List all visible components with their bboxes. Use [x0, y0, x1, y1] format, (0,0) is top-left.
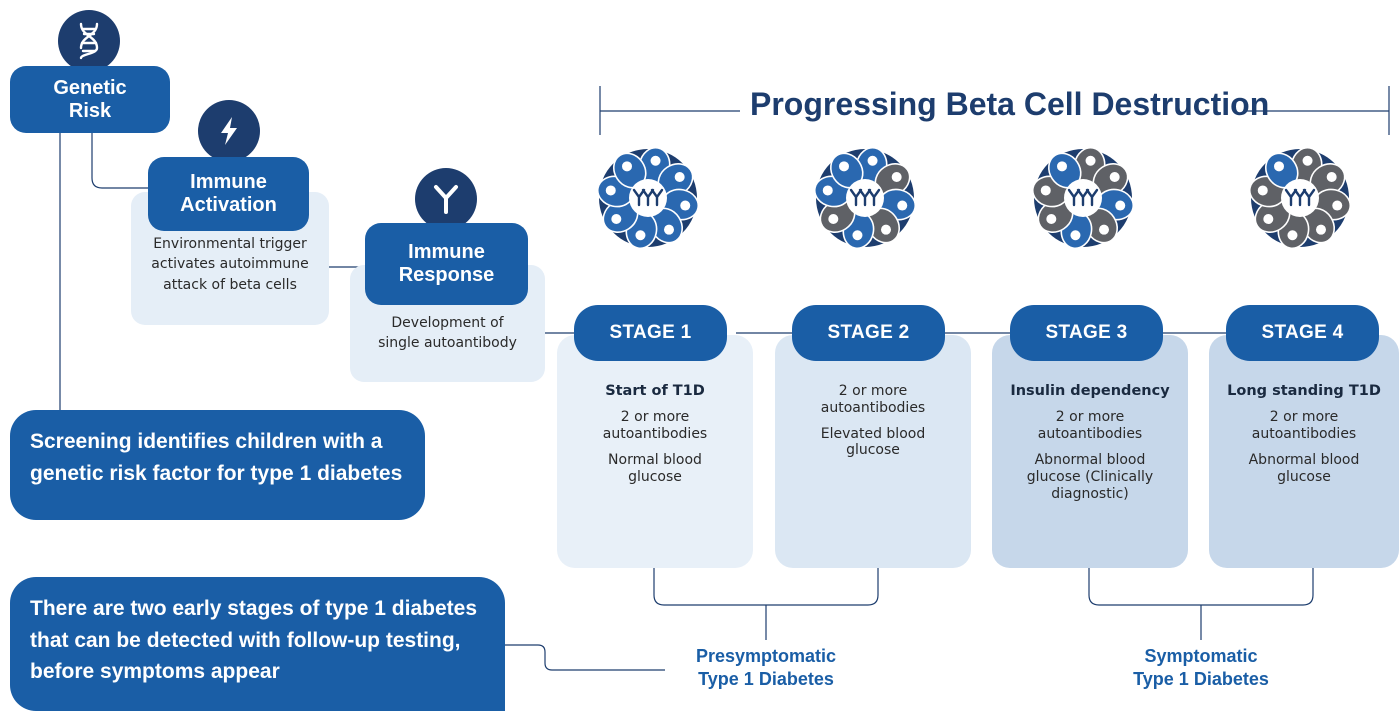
screening-callout: Screening identifies children with a gen…: [10, 410, 425, 520]
cell-circle-stage2: [815, 148, 915, 248]
cell-circle-stage3: [1033, 148, 1133, 248]
activation-desc-line3: attack of beta cells: [163, 276, 297, 293]
activation-desc-line1: Environmental trigger: [153, 236, 307, 252]
lightning-icon: [198, 100, 260, 162]
stage3-line1: 2 or more autoantibodies: [1037, 409, 1143, 443]
beta-cell: [1301, 207, 1336, 244]
cell-circle-stage4: [1250, 148, 1350, 248]
stage4-subtitle: Long standing T1D: [1227, 383, 1381, 399]
stage4-card: Long standing T1D 2 or more autoantibodi…: [1209, 335, 1399, 568]
step-response-line1: Immune: [408, 241, 485, 263]
stage2-line1: 2 or more autoantibodies: [820, 383, 926, 416]
antibody-center: [632, 188, 664, 207]
step-genetic-risk: Genetic Risk: [10, 66, 170, 133]
presymptomatic-line1: Presymptomatic: [695, 646, 837, 666]
bracket-presymptomatic: [653, 568, 879, 640]
symptomatic-label: Symptomatic Type 1 Diabetes: [1091, 645, 1311, 692]
stage2-line2: Elevated blood glucose: [820, 425, 926, 459]
screening-callout-text: Screening identifies children with a gen…: [30, 430, 403, 485]
stage3-label: STAGE 3: [1010, 305, 1163, 361]
stage2-label: STAGE 2: [792, 305, 945, 361]
antibody-center: [849, 188, 881, 207]
step-activation-line1: Immune: [190, 171, 267, 193]
cell-circle-stage1: [598, 148, 698, 248]
early-stages-callout-text: There are two early stages of type 1 dia…: [30, 597, 478, 683]
dna-icon: [58, 10, 120, 72]
antibody-icon: [415, 168, 477, 230]
stage4-label: STAGE 4: [1226, 305, 1379, 361]
response-desc-line1: Development of: [391, 315, 504, 331]
step-genetic-risk-line1: Genetic: [53, 76, 127, 99]
stage3-card: Insulin dependency 2 or more autoantibod…: [992, 335, 1188, 568]
antibody-center: [1067, 188, 1099, 207]
beta-cell: [829, 152, 864, 189]
step-genetic-risk-line2: Risk: [68, 99, 112, 122]
beta-cell: [1264, 152, 1299, 189]
step-immune-response: Immune Response: [365, 223, 528, 305]
stage1-line1: 2 or more autoantibodies: [602, 409, 708, 443]
bracket-symptomatic: [1088, 568, 1314, 640]
presymptomatic-line2: Type 1 Diabetes: [698, 669, 834, 690]
stage1-subtitle: Start of T1D: [605, 383, 705, 399]
connector-early-callout: [505, 644, 665, 671]
stage4-line2: Abnormal blood glucose: [1248, 451, 1360, 485]
stage4-line1: 2 or more autoantibodies: [1251, 409, 1357, 443]
stage3-line2: Abnormal blood glucose (Clinically diagn…: [1026, 451, 1154, 502]
symptomatic-line2: Type 1 Diabetes: [1133, 669, 1269, 690]
symptomatic-line1: Symptomatic: [1144, 646, 1258, 666]
diagram-title: Progressing Beta Cell Destruction: [750, 86, 1270, 122]
beta-cell: [612, 152, 647, 189]
beta-cell: [874, 162, 911, 197]
stage2-card: 2 or more autoantibodies Elevated blood …: [775, 335, 971, 568]
step-activation-line2: Activation: [180, 194, 277, 216]
title-bracket-left: [599, 86, 740, 135]
stage1-line2: Normal blood glucose: [608, 451, 702, 485]
stage3-subtitle: Insulin dependency: [1010, 383, 1170, 399]
step-immune-activation: Immune Activation: [148, 157, 309, 231]
presymptomatic-label: Presymptomatic Type 1 Diabetes: [656, 645, 876, 692]
stage1-label: STAGE 1: [574, 305, 727, 361]
antibody-center: [1284, 188, 1316, 207]
early-stages-callout: There are two early stages of type 1 dia…: [10, 577, 505, 711]
connector-genetic-to-activation: [91, 115, 150, 189]
title-bracket-right: [1245, 86, 1390, 135]
stage1-card: Start of T1D 2 or more autoantibodies No…: [557, 335, 753, 568]
activation-desc-line2: activates autoimmune: [151, 256, 309, 273]
response-desc-line2: single autoantibody: [378, 335, 517, 352]
step-response-line2: Response: [398, 264, 495, 286]
